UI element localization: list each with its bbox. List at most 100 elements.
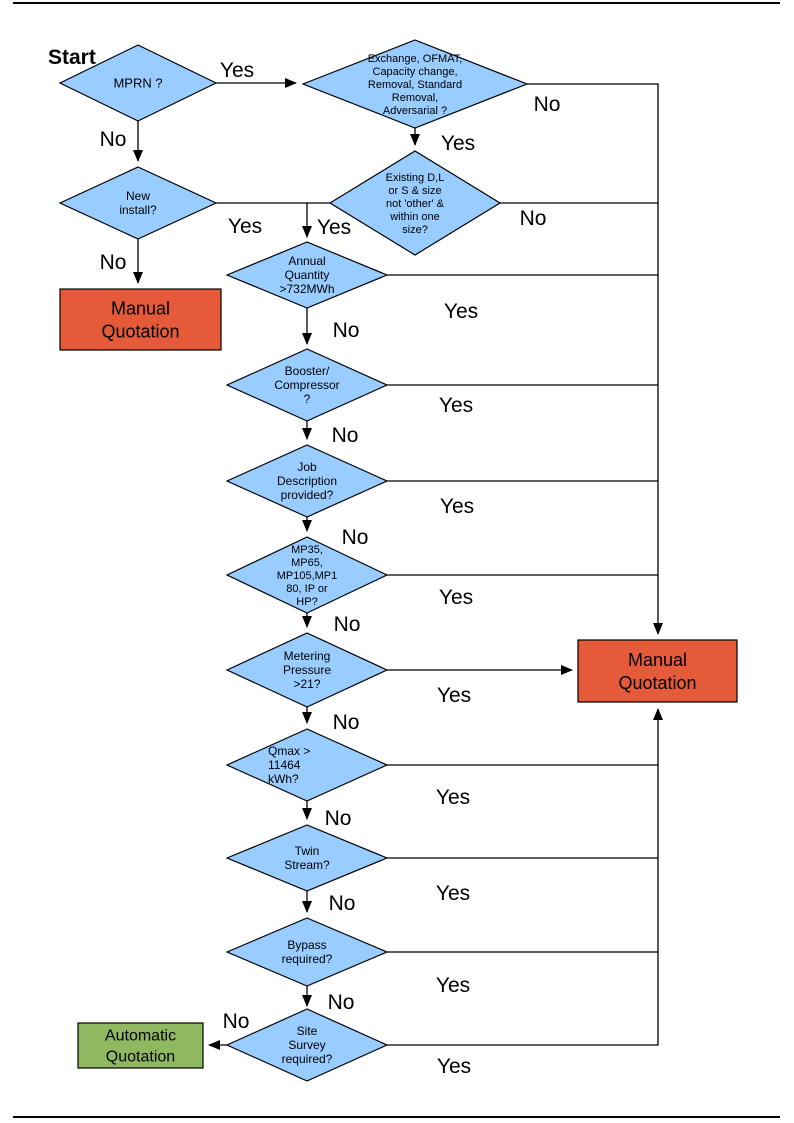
node-label-line: Qmax > (268, 744, 310, 758)
edge-label-exchange-no-label: No (534, 93, 561, 116)
edge-label-mprn-no-label: No (100, 128, 127, 151)
node-label-line: Manual (111, 298, 170, 318)
node-label-line: >21? (293, 677, 320, 691)
node-label-line: Twin (295, 844, 320, 858)
node-label-booster-compressor: Booster/Compressor? (274, 364, 339, 406)
node-metering-pressure (225, 632, 389, 708)
node-label-line: Compressor (274, 378, 339, 392)
node-label-line: Survey (288, 1038, 325, 1052)
node-label-line: MP35, (291, 544, 323, 556)
node-label-line: Removal, (392, 92, 438, 104)
edge-label-job-yes-label: Yes (440, 495, 474, 518)
node-label-line: install? (119, 203, 157, 217)
edge-label-qmax-yes-label: Yes (436, 786, 470, 809)
node-label-line: New (126, 189, 150, 203)
node-label-line: Removal, Standard (368, 79, 462, 91)
node-label-line: MP65, (291, 557, 323, 569)
node-label-line: Metering (284, 649, 331, 663)
edge-label-booster-no-label: No (332, 424, 359, 447)
edge-label-mp-yes-label: Yes (439, 586, 473, 609)
node-label-line: within one (389, 211, 440, 223)
node-label-line: Quotation (106, 1049, 175, 1066)
node-manual-quotation-right (577, 639, 738, 703)
node-label-line: Annual (288, 254, 325, 268)
node-label-line: Pressure (283, 663, 331, 677)
node-label-line: not 'other' & (386, 198, 445, 210)
node-annual-quantity (225, 241, 389, 309)
edge-label-twin-yes-label: Yes (436, 882, 470, 905)
edge-label-qmax-no-label: No (325, 807, 352, 830)
node-label-line: 80, IP or (286, 583, 328, 595)
node-label-line: Exchange, OFMAT, (368, 53, 463, 65)
edges-layer (133, 78, 663, 1050)
start-label: Start (48, 46, 96, 69)
edge-label-new-install-no-label: No (100, 251, 127, 274)
edge-label-job-no-label: No (342, 526, 369, 549)
node-new-install (58, 166, 218, 240)
edge-label-site-survey-no-label: No (223, 1010, 250, 1033)
node-label-line: Quotation (618, 673, 696, 693)
node-site-survey (225, 1008, 389, 1082)
edge-label-exchange-yes-label: Yes (441, 132, 475, 155)
node-label-line: Quantity (285, 268, 330, 282)
edge-label-mprn-yes-label: Yes (220, 59, 254, 82)
node-label-line: size? (402, 224, 428, 236)
node-twin-stream (225, 824, 389, 892)
node-existing-size (328, 150, 502, 256)
node-label-line: ? (304, 392, 311, 406)
edge-label-annual-yes-label: Yes (444, 300, 478, 323)
node-label-line: >732MWh (279, 282, 334, 296)
edge-site-survey-yes (387, 708, 663, 1046)
edge-label-existing-no-label: No (520, 207, 547, 230)
node-booster-compressor (225, 348, 389, 422)
node-label-line: Existing D,L (386, 172, 445, 184)
node-label-line: MPRN ? (113, 76, 162, 91)
edge-label-bypass-no-label: No (328, 991, 355, 1014)
node-label-line: Stream? (284, 858, 330, 872)
node-label-line: kWh? (268, 772, 299, 786)
node-label-line: Quotation (101, 321, 179, 341)
node-label-exchange: Exchange, OFMAT,Capacity change,Removal,… (368, 53, 463, 117)
node-bypass (225, 917, 389, 987)
edge-label-new-install-yes-label: Yes (228, 215, 262, 238)
nodes-layer: MPRN ?Exchange, OFMAT,Capacity change,Re… (58, 39, 738, 1082)
node-qmax (225, 728, 389, 802)
node-label-line: or S & size (388, 185, 441, 197)
node-label-line: provided? (281, 488, 334, 502)
node-label-line: required? (282, 952, 333, 966)
node-automatic-quotation (77, 1022, 204, 1069)
edge-exchange-no (527, 83, 663, 635)
edge-label-mp-no-label: No (334, 613, 361, 636)
node-label-line: MP105,MP1 (277, 570, 338, 582)
edge-label-annual-no-label: No (333, 319, 360, 342)
edge-label-twin-no-label: No (329, 892, 356, 915)
node-mp-tier (225, 536, 389, 614)
node-label-line: Booster/ (285, 364, 330, 378)
node-manual-quotation-left (59, 288, 222, 351)
edge-label-bypass-yes-label: Yes (436, 974, 470, 997)
node-label-line: Site (297, 1024, 318, 1038)
node-label-line: Description (277, 474, 337, 488)
node-label-line: required? (282, 1052, 333, 1066)
edge-label-metering-yes-label: Yes (437, 684, 471, 707)
edge-label-metering-no-label: No (333, 711, 360, 734)
node-label-line: Capacity change, (373, 66, 458, 78)
edge-label-existing-yes-label: Yes (317, 216, 351, 239)
node-label-mprn: MPRN ? (113, 76, 162, 91)
node-label-line: Bypass (287, 938, 326, 952)
node-label-line: Job (297, 460, 317, 474)
